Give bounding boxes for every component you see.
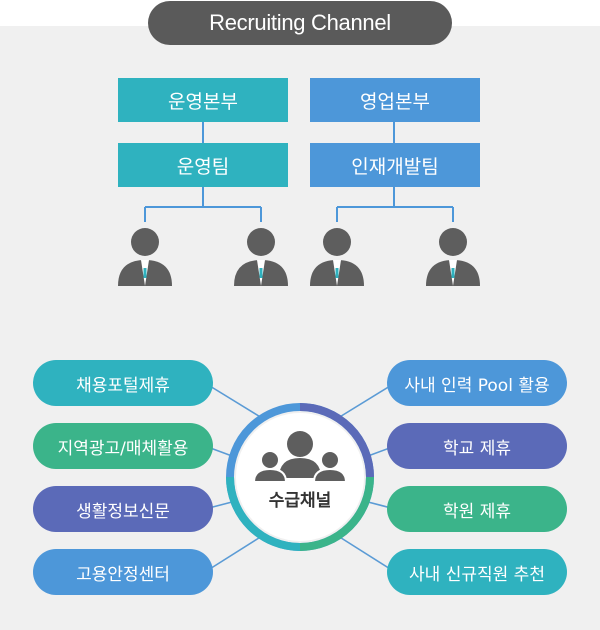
channel-academy-partnership: 학원 제휴 (387, 486, 567, 532)
channel-employment-center: 고용안정센터 (33, 549, 213, 595)
channel-employee-referral: 사내 신규직원 추천 (387, 549, 567, 595)
page-title: Recruiting Channel (148, 1, 452, 45)
channel-classified-newspaper: 생활정보신문 (33, 486, 213, 532)
person-icon (118, 228, 172, 286)
person-icon (234, 228, 288, 286)
channel-job-portal: 채용포털제휴 (33, 360, 213, 406)
channel-internal-pool: 사내 인력 Pool 활용 (387, 360, 567, 406)
hub-label: 수급채널 (268, 491, 332, 511)
team-operations: 운영팀 (118, 143, 288, 187)
dept-sales: 영업본부 (310, 78, 480, 122)
person-icon (310, 228, 364, 286)
team-talent-development: 인재개발팀 (310, 143, 480, 187)
person-icon (426, 228, 480, 286)
channel-local-advertising: 지역광고/매체활용 (33, 423, 213, 469)
dept-operations: 운영본부 (118, 78, 288, 122)
group-people-icon (252, 431, 348, 483)
channel-school-partnership: 학교 제휴 (387, 423, 567, 469)
